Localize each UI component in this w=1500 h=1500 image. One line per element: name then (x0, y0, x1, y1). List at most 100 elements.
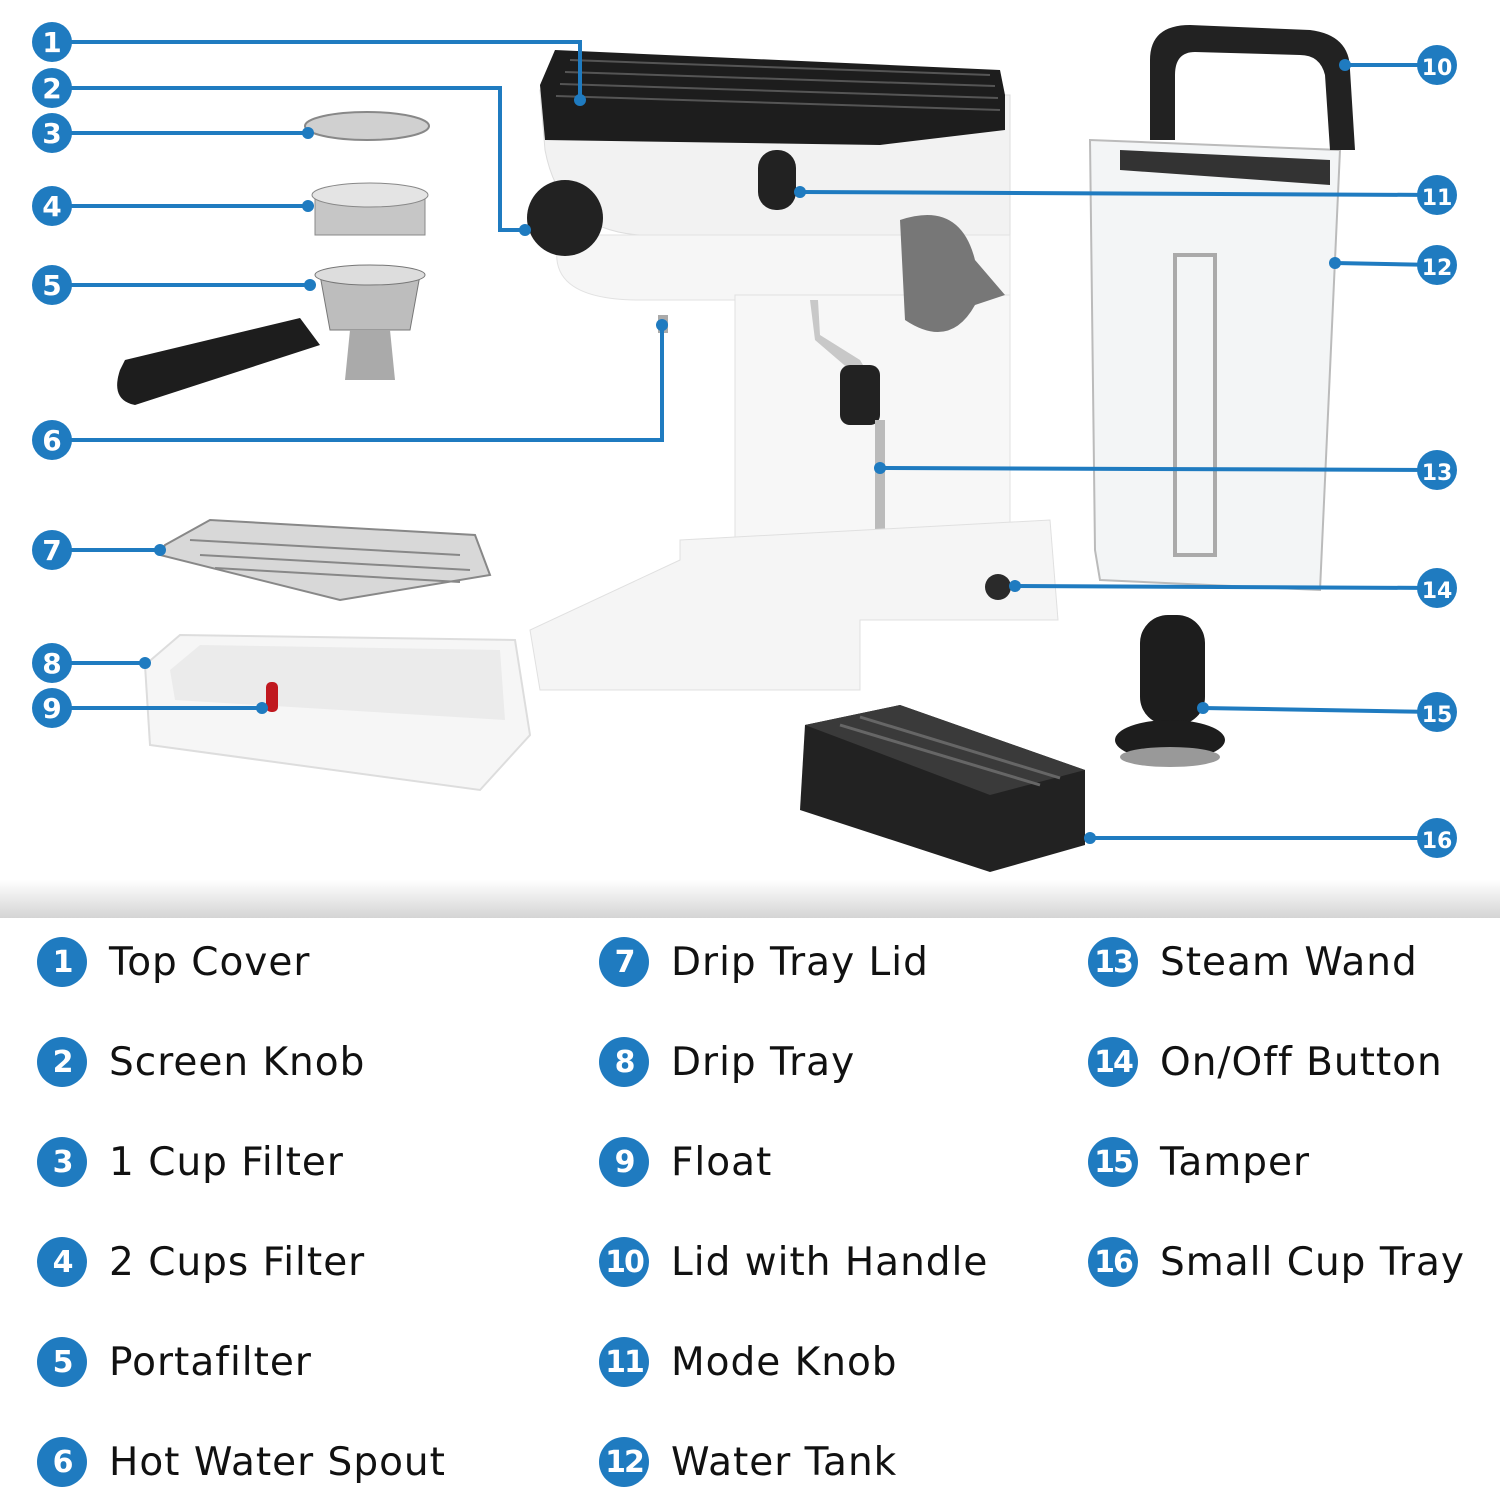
legend-part-name: Mode Knob (671, 1339, 898, 1385)
leader-endpoint (1084, 832, 1096, 844)
legend-part-name: Portafilter (109, 1339, 312, 1385)
callout-badge (32, 688, 72, 728)
callout-badge (1417, 175, 1457, 215)
callout-number: 9 (42, 692, 61, 725)
legend-part-name: Top Cover (109, 939, 311, 985)
leader-line (52, 40, 582, 100)
callout-number: 15 (1422, 703, 1453, 728)
leader-line (52, 86, 525, 232)
legend-item: 10 Lid with Handle (599, 1232, 988, 1292)
legend-item: 6 Hot Water Spout (37, 1432, 446, 1492)
legend-part-name: Small Cup Tray (1160, 1239, 1465, 1285)
callout-number: 12 (1422, 256, 1453, 281)
legend-number-badge: 5 (37, 1337, 87, 1387)
callout-badge (1417, 818, 1457, 858)
legend-number-badge: 4 (37, 1237, 87, 1287)
espresso-machine-illustration (527, 50, 1059, 691)
legend-part-name: Float (671, 1139, 773, 1185)
callout-badge (1417, 568, 1457, 608)
small-cup-tray-illustration (800, 705, 1085, 872)
callout-number: 7 (42, 534, 61, 567)
leader-endpoint (874, 462, 886, 474)
legend-part-name: Screen Knob (109, 1039, 366, 1085)
legend-item: 12 Water Tank (599, 1432, 897, 1492)
callout-number: 5 (42, 269, 61, 302)
legend-number-badge: 15 (1088, 1137, 1138, 1187)
leader-line (1202, 706, 1438, 714)
legend-part-name: Tamper (1160, 1139, 1311, 1185)
legend-number-badge: 14 (1088, 1037, 1138, 1087)
leader-endpoint (1009, 580, 1021, 592)
callout-number: 10 (1422, 56, 1453, 81)
legend-number-badge: 9 (599, 1137, 649, 1187)
legend-part-name: Hot Water Spout (109, 1439, 446, 1485)
legend-number-badge: 10 (599, 1237, 649, 1287)
callout-number: 8 (42, 647, 61, 680)
callout-badge (32, 420, 72, 460)
legend-item: 3 1 Cup Filter (37, 1132, 344, 1192)
leader-endpoint (656, 319, 668, 331)
callout-number: 2 (42, 72, 61, 105)
callout-badge (1417, 692, 1457, 732)
two-cups-filter-illustration (311, 182, 429, 236)
callout-badge (32, 643, 72, 683)
legend-item: 16 Small Cup Tray (1088, 1232, 1465, 1292)
callout-number: 3 (42, 117, 61, 150)
callout-number: 16 (1422, 829, 1453, 854)
tamper-illustration (1115, 615, 1225, 767)
legend-item: 13 Steam Wand (1088, 932, 1418, 992)
legend-number-badge: 12 (599, 1437, 649, 1487)
callout-number: 1 (42, 26, 61, 59)
legend-item: 1 Top Cover (37, 932, 310, 992)
legend-number-badge: 2 (37, 1037, 87, 1087)
leader-line (879, 466, 1438, 472)
leader-endpoint (1197, 702, 1209, 714)
legend-number-badge: 1 (37, 937, 87, 987)
leader-endpoint (574, 94, 586, 106)
leader-line (52, 325, 664, 442)
drip-tray-illustration (143, 633, 532, 792)
legend-number-badge: 16 (1088, 1237, 1138, 1287)
legend-item: 5 Portafilter (37, 1332, 312, 1392)
legend-part-name: Steam Wand (1160, 939, 1418, 985)
legend-number-badge: 13 (1088, 937, 1138, 987)
callout-badge (32, 22, 72, 62)
portafilter-illustration (117, 264, 426, 405)
divider-shadow (0, 880, 1500, 918)
legend-number-badge: 3 (37, 1137, 87, 1187)
callout-badge (1417, 245, 1457, 285)
one-cup-filter-illustration (304, 111, 430, 141)
callout-number: 11 (1422, 186, 1453, 211)
callout-badge (32, 530, 72, 570)
callout-number: 6 (42, 424, 61, 457)
leader-endpoint (256, 702, 268, 714)
legend-part-name: Water Tank (671, 1439, 898, 1485)
legend-item: 2 Screen Knob (37, 1032, 365, 1092)
leader-endpoint (1339, 59, 1351, 71)
legend-part-name: 1 Cup Filter (109, 1139, 344, 1185)
leader-line (1014, 584, 1438, 590)
legend-item: 9 Float (599, 1132, 772, 1192)
legend-part-name: Drip Tray (671, 1039, 856, 1085)
callout-badge (32, 68, 72, 108)
legend-number-badge: 8 (599, 1037, 649, 1087)
callout-badge (1417, 45, 1457, 85)
leader-endpoint (139, 657, 151, 669)
callout-badge (32, 186, 72, 226)
leader-line (799, 190, 1438, 197)
leader-endpoint (302, 200, 314, 212)
water-tank-illustration (1088, 25, 1355, 592)
legend-number-badge: 7 (599, 937, 649, 987)
leader-endpoint (794, 186, 806, 198)
leader-endpoint (519, 224, 531, 236)
legend-number-badge: 6 (37, 1437, 87, 1487)
callout-number: 14 (1422, 579, 1453, 604)
callout-badge (32, 265, 72, 305)
legend-part-name: Lid with Handle (671, 1239, 989, 1285)
leader-endpoint (304, 279, 316, 291)
